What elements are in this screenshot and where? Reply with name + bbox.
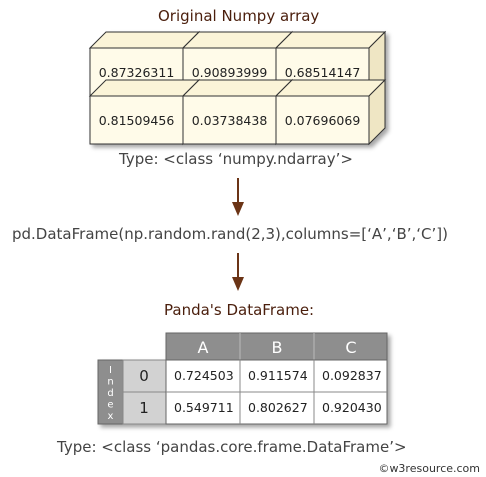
dataframe-cell: 0.092837 — [322, 368, 382, 383]
dataframe-index-cell — [122, 391, 167, 425]
dataframe-index-label-letter: e — [107, 400, 113, 411]
dataframe-column-header: B — [272, 338, 283, 357]
numpy-array-value: 0.03738438 — [192, 113, 268, 128]
dataframe-title: Panda's DataFrame: — [164, 301, 315, 319]
dataframe-index-value: 0 — [139, 367, 149, 385]
dataframe-index-label-letter: x — [108, 411, 114, 422]
numpy-array-cubes: 0.87326311 0.90893999 0.68514147 0.81509456… — [88, 30, 387, 146]
dataframe-index-label-letter: n — [107, 377, 113, 388]
dataframe-index-value: 1 — [139, 399, 149, 417]
dataframe-cell: 0.802627 — [248, 400, 308, 415]
dataframe-cell: 0.549711 — [174, 400, 234, 415]
dataframe-type-label: Type: <class ‘pandas.core.frame.DataFram… — [57, 438, 407, 456]
dataframe-column-header: A — [198, 338, 209, 357]
numpy-array-title: Original Numpy array — [158, 7, 320, 25]
numpy-array-value: 0.68514147 — [285, 65, 361, 80]
dataframe-code: pd.DataFrame(np.random.rand(2,3),columns… — [12, 225, 448, 243]
arrow-down-icon — [232, 178, 244, 216]
dataframe-table — [97, 332, 388, 425]
arrow-down-icon — [232, 253, 244, 291]
dataframe-index-axis — [97, 359, 124, 425]
dataframe-cell: 0.911574 — [248, 368, 308, 383]
numpy-type-label: Type: <class ‘numpy.ndarray’> — [119, 150, 353, 168]
dataframe-index-label-letter: I — [109, 365, 112, 376]
dataframe-cell: 0.724503 — [174, 368, 234, 383]
numpy-array-cell: 0.03738438 — [181, 78, 294, 146]
watermark: ©w3resource.com — [378, 462, 480, 475]
numpy-array-value: 0.81509456 — [99, 113, 175, 128]
dataframe-index-label-letter: d — [107, 388, 113, 399]
dataframe-column-header: C — [345, 338, 356, 357]
numpy-array-value: 0.07696069 — [285, 113, 361, 128]
numpy-array-value: 0.90893999 — [192, 65, 268, 80]
dataframe-cell: 0.920430 — [322, 400, 382, 415]
numpy-array-cell: 0.07696069 — [274, 78, 387, 146]
numpy-array-value: 0.87326311 — [99, 65, 175, 80]
dataframe-header-row — [165, 332, 388, 361]
